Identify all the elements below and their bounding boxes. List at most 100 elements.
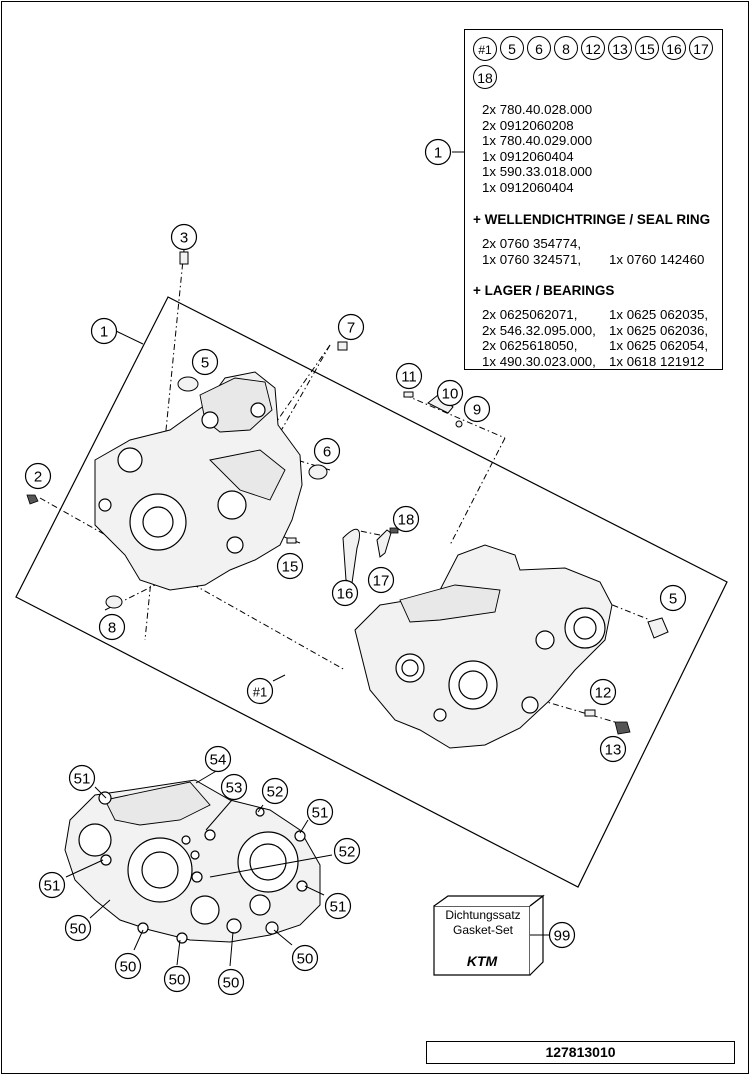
svg-text:52: 52 [339,844,356,861]
legend-chip: 12 [581,36,605,60]
callout-52-top: 52 [261,777,289,805]
callout-1-legend: 1 [424,138,452,166]
svg-text:51: 51 [330,899,347,916]
callout-6: 6 [313,437,341,465]
callout-51-left: 51 [38,871,66,899]
callout-5-left: 5 [191,348,219,376]
reference-crankcase [64,779,321,944]
bearing-row: 2x 0625618050, [482,338,578,353]
gasket-set-line-2: Gasket-Set [452,923,514,937]
callout-2: 2 [24,462,52,490]
seal-row: 1x 0760 324571, [482,251,582,267]
svg-text:9: 9 [473,402,481,419]
callout-99: 99 [548,921,576,949]
seal-row: 2x 0760 354774, [482,236,582,251]
callout-52-right: 52 [333,837,361,865]
svg-text:16: 16 [337,586,354,603]
callout-51-top-right: 51 [306,798,334,826]
bearing-row: 2x 0625062071, [482,307,578,322]
gasket-set-line-1: Dichtungssatz [445,908,521,922]
svg-text:5: 5 [669,591,677,608]
gasket-set-box: KTM [433,894,550,976]
svg-text:51: 51 [74,771,91,788]
legend-chip: #1 [473,37,497,61]
svg-text:51: 51 [312,805,329,822]
svg-text:11: 11 [401,369,417,386]
svg-text:13: 13 [605,742,622,759]
gasket-set-text: Dichtungssatz Gasket-Set [437,908,529,938]
legend-chip: 5 [500,36,524,60]
svg-text:8: 8 [108,620,116,637]
legend-chip: 6 [527,36,551,60]
bearing-row: 1x 0625 062035, [609,307,709,322]
small-parts [26,251,669,735]
part-row: 2x 0912060208 [482,117,574,133]
svg-text:50: 50 [169,972,186,989]
callout-50-e: 50 [291,944,319,972]
svg-text:52: 52 [267,784,284,801]
bearing-row: 1x 490.30.023.000, [482,353,596,369]
svg-text:51: 51 [44,878,61,895]
svg-text:1: 1 [100,324,108,341]
svg-text:50: 50 [223,975,240,992]
seal-row: 1x 0760 142460 [609,251,705,267]
legend-chip: 13 [608,36,632,60]
part-row: 1x 590.33.018.000 [482,164,593,179]
svg-text:5: 5 [201,355,209,372]
legend-chip: 17 [689,36,713,60]
legend-chip: 15 [635,36,659,60]
assembly-frame [15,296,728,888]
svg-text:54: 54 [210,752,227,769]
ktm-logo: KTM [467,953,498,969]
callout-assembly-set: #1 [246,677,274,705]
part-row: 1x 0912060404 [482,148,574,164]
callout-12: 12 [589,678,617,706]
part-row: 1x 0912060404 [482,179,574,195]
diagram-number: 127813010 [426,1041,735,1064]
callout-51-top-left: 51 [68,764,96,792]
seal-ring-list: 2x 0760 354774, 1x 0760 324571, 1x 0760 … [482,236,718,267]
svg-text:3: 3 [180,230,188,247]
svg-text:10: 10 [442,386,459,403]
bearing-row: 1x 0625 062036, [609,322,709,338]
svg-text:12: 12 [595,685,612,702]
svg-text:2: 2 [34,469,42,486]
bearing-row: 2x 546.32.095.000, [482,322,596,338]
callout-18: 18 [392,505,420,533]
svg-text:1: 1 [434,145,442,162]
callout-11: 11 [395,362,423,390]
svg-text:17: 17 [373,573,390,590]
callout-50-a: 50 [64,914,92,942]
callout-50-c: 50 [163,965,191,993]
left-crankcase-half [94,371,303,591]
callout-50-d: 50 [217,968,245,996]
seal-ring-heading: + WELLENDICHTRINGE / SEAL RING [473,212,711,227]
callout-50-b: 50 [114,952,142,980]
legend-chip: 18 [473,65,497,89]
callout-16: 16 [331,579,359,607]
callout-9: 9 [463,395,491,423]
svg-text:50: 50 [70,921,87,938]
bearing-row: 1x 0618 121912 [609,353,705,369]
svg-text:50: 50 [297,951,314,968]
svg-text:18: 18 [398,512,415,529]
right-crankcase-half [354,544,613,749]
callout-7: 7 [337,313,365,341]
callout-51-right: 51 [324,892,352,920]
svg-text:6: 6 [323,444,331,461]
svg-text:50: 50 [120,959,137,976]
callout-17: 17 [367,566,395,594]
svg-text:#1: #1 [253,685,267,700]
svg-text:15: 15 [282,559,299,576]
callout-54: 54 [204,745,232,773]
svg-text:99: 99 [554,928,571,945]
part-row: 2x 780.40.028.000 [482,102,593,117]
callout-15: 15 [276,552,304,580]
gasket-set-label: Dichtungssatz Gasket-Set [431,896,541,976]
svg-text:53: 53 [226,780,243,797]
